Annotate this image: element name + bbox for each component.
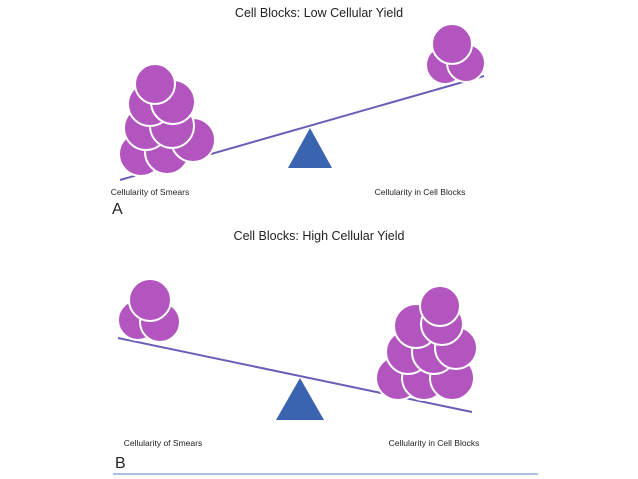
cell	[419, 285, 461, 327]
cell	[128, 278, 172, 322]
panel-b-title: Cell Blocks: High Cellular Yield	[234, 229, 405, 243]
panel-a-letter: A	[112, 201, 123, 218]
panel-a: Cell Blocks: Low Cellular Yield Cellular…	[111, 6, 486, 218]
panel-a-fulcrum	[288, 128, 332, 168]
panel-a-title: Cell Blocks: Low Cellular Yield	[235, 6, 403, 20]
panel-b-right-label: Cellularity in Cell Blocks	[389, 438, 480, 448]
panel-a-right-label: Cellularity in Cell Blocks	[375, 187, 466, 197]
panel-b-fulcrum	[276, 378, 324, 420]
panel-a-left-cell-pile	[118, 63, 216, 177]
panel-b-left-label: Cellularity of Smears	[124, 438, 202, 448]
panel-b-right-cell-pile	[375, 285, 478, 401]
panel-b-beam	[117, 337, 473, 413]
panel-a-left-label: Cellularity of Smears	[111, 187, 189, 197]
panel-a-right-cell-pile	[425, 23, 486, 85]
panel-b-left-cell-pile	[117, 278, 181, 343]
cell	[431, 23, 473, 65]
panel-b-letter: B	[115, 455, 126, 472]
cell	[134, 63, 176, 105]
panel-b: Cell Blocks: High Cellular Yield Cellula…	[115, 229, 479, 472]
